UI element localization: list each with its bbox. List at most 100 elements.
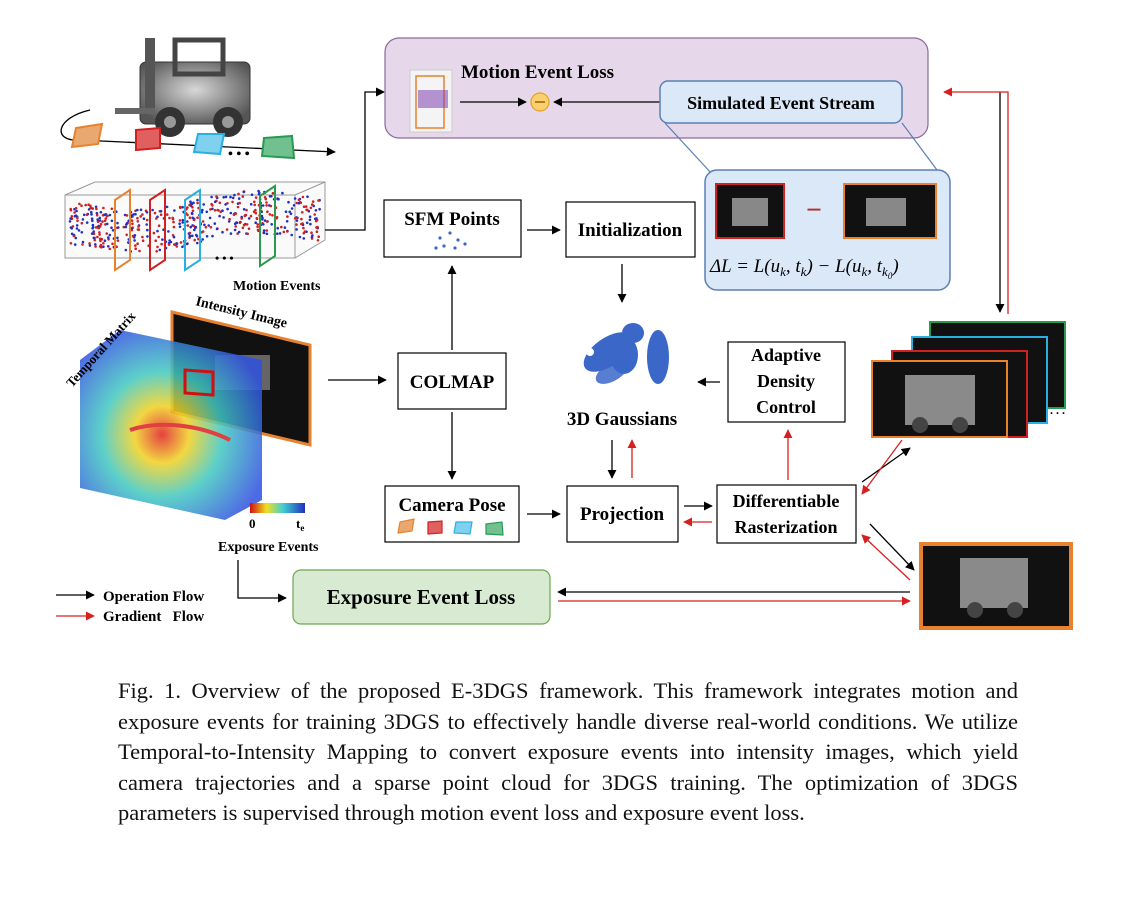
event-dot xyxy=(255,217,259,221)
event-dot xyxy=(145,211,149,214)
event-dot xyxy=(90,217,94,220)
event-dot xyxy=(213,200,217,204)
event-dot xyxy=(224,195,228,199)
event-dot xyxy=(130,219,134,222)
event-dot xyxy=(195,234,199,238)
event-dot xyxy=(116,221,119,225)
event-dot xyxy=(190,212,194,216)
event-dot xyxy=(167,243,171,246)
event-dot xyxy=(105,222,109,226)
event-dot xyxy=(300,222,303,226)
event-dot xyxy=(136,208,139,212)
motion-events-label: Motion Events xyxy=(233,279,321,294)
event-dot xyxy=(247,227,251,230)
event-dot xyxy=(90,232,94,235)
event-dot xyxy=(205,210,209,214)
event-dot xyxy=(116,239,120,242)
event-dot xyxy=(290,207,294,210)
event-dot xyxy=(233,193,236,197)
event-dot xyxy=(93,236,96,240)
event-dot xyxy=(185,242,189,246)
event-dot xyxy=(247,217,251,220)
gaussians-icon xyxy=(583,323,669,384)
event-dot xyxy=(172,220,175,224)
event-dot xyxy=(222,216,225,219)
exposure-events-to-loss-arrow xyxy=(237,560,287,603)
event-dot xyxy=(167,230,170,233)
event-dot xyxy=(186,213,189,217)
event-dot xyxy=(165,205,169,209)
event-dot xyxy=(241,195,245,198)
event-dot xyxy=(74,206,78,210)
event-dot xyxy=(309,222,312,226)
event-dot xyxy=(242,190,245,194)
event-dot xyxy=(145,223,148,226)
event-dot xyxy=(271,191,275,195)
event-dot xyxy=(117,226,120,229)
event-dot xyxy=(186,220,189,223)
event-dot xyxy=(99,243,103,247)
frame-thumb-left xyxy=(715,183,785,239)
initialization-box xyxy=(565,201,696,258)
event-dot xyxy=(242,223,246,227)
event-dot xyxy=(317,199,320,202)
event-dot xyxy=(110,219,114,223)
event-dot xyxy=(210,195,213,199)
sfm-dots xyxy=(434,231,467,250)
event-dot xyxy=(94,226,98,229)
event-dot xyxy=(131,222,134,225)
event-dot xyxy=(276,226,280,230)
event-dot xyxy=(196,216,199,219)
initialization-label: Initialization xyxy=(578,220,683,241)
event-dot xyxy=(231,196,235,200)
event-dot xyxy=(82,213,86,217)
event-dot xyxy=(181,221,184,224)
event-dot xyxy=(75,224,79,227)
event-dot xyxy=(285,220,289,223)
event-dot xyxy=(97,224,100,228)
event-dot xyxy=(316,239,320,242)
event-dot xyxy=(210,202,213,206)
event-dot xyxy=(138,249,141,253)
event-dot xyxy=(192,224,196,228)
event-dot xyxy=(75,227,79,230)
event-dot xyxy=(125,223,128,226)
event-dot xyxy=(211,234,214,238)
event-dot xyxy=(181,205,184,209)
event-dot xyxy=(208,216,212,220)
frames-to-motion-loss-grad xyxy=(943,87,1009,314)
event-dot xyxy=(90,210,93,214)
event-dot xyxy=(146,235,149,238)
event-dot xyxy=(276,232,279,235)
sfm-points-box xyxy=(383,199,522,258)
event-dot xyxy=(236,232,239,235)
event-dot xyxy=(191,234,194,238)
event-dot xyxy=(260,214,264,218)
event-dot xyxy=(168,216,171,220)
adaptive-label-2: Density xyxy=(757,371,815,391)
event-dot xyxy=(92,230,95,233)
event-dot xyxy=(254,221,257,224)
event-dot xyxy=(78,202,81,206)
event-dot xyxy=(218,201,222,205)
event-dot xyxy=(155,250,158,253)
event-dot xyxy=(152,231,156,235)
event-dot xyxy=(227,220,231,223)
event-dot xyxy=(250,193,254,196)
event-dot xyxy=(201,208,204,212)
event-dot xyxy=(105,214,109,218)
event-dot xyxy=(295,216,299,220)
diff-raster-box xyxy=(716,484,857,544)
event-dot xyxy=(300,217,303,221)
framework-diagram: • • • • • • Motion Events Temporal Matri… xyxy=(56,37,1073,630)
event-dot xyxy=(107,245,110,248)
event-dot xyxy=(196,198,199,202)
legend-gradient-flow: Gradient Flow xyxy=(103,609,204,625)
event-dot xyxy=(192,218,196,222)
delta-l-formula: ΔL = L(uk, tk) − L(uk, tk0) xyxy=(709,256,899,281)
event-dot xyxy=(232,212,236,216)
event-dot xyxy=(173,209,176,212)
event-dot xyxy=(160,242,163,246)
event-cube-thumbnail xyxy=(409,69,453,133)
event-dot xyxy=(104,217,108,220)
